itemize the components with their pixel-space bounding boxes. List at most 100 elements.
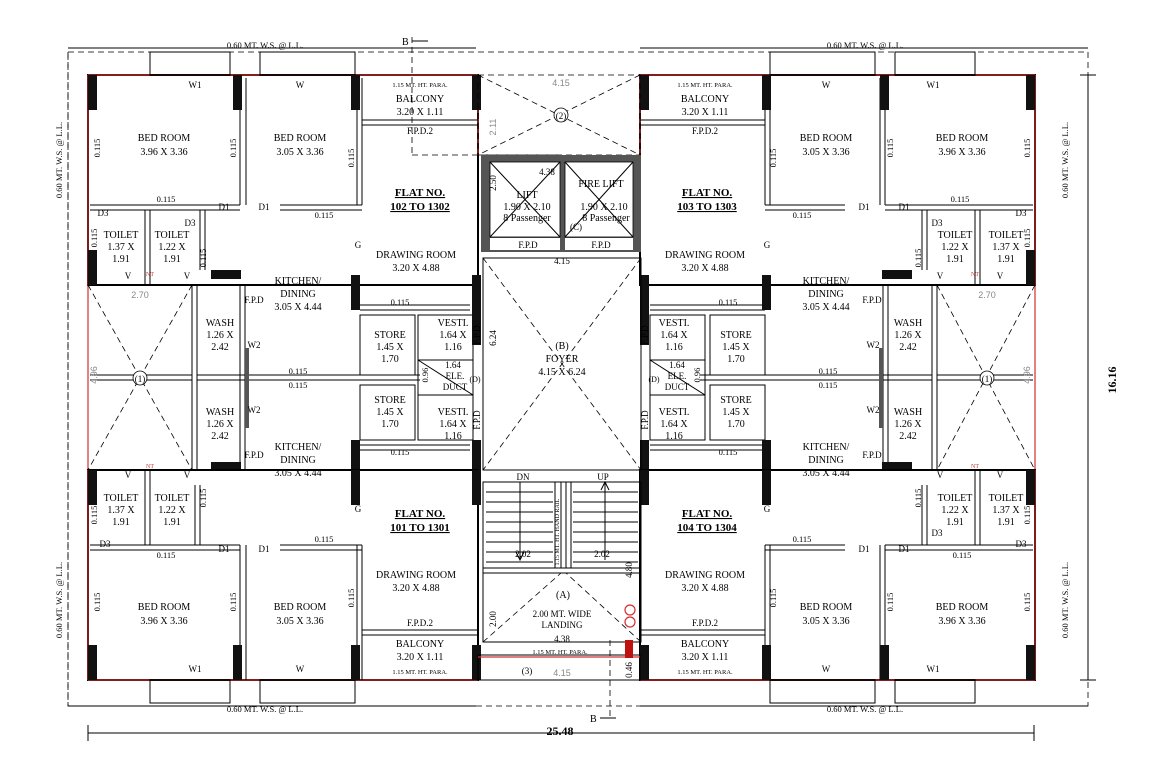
drawing-room-size: 3.20 X 4.88: [392, 263, 439, 274]
balcony-size: 3.20 X 1.11: [682, 652, 729, 663]
nt-mark: NT: [146, 464, 154, 470]
wash-width: 1.26 X: [206, 419, 234, 430]
ws-label-left-top: 0.60 MT. W.S. @ L.L.: [54, 122, 64, 198]
vesti-name: VESTI.: [438, 407, 469, 418]
balcony-para: 1.15 MT. HT. PARA.: [677, 669, 733, 676]
store-height: 1.70: [727, 419, 745, 430]
foyer-name: FOYER: [546, 354, 579, 365]
balcony-name: BALCONY: [396, 94, 444, 105]
duct-name: DUCT: [665, 382, 690, 392]
wall-thickness: 0.115: [768, 149, 778, 168]
vesti-height: 1.16: [444, 431, 462, 442]
wall-thickness: 0.115: [157, 194, 176, 204]
toilet-width: 1.22 X: [158, 242, 186, 253]
duct-d: (D): [469, 375, 480, 384]
duct-ele: ELE.: [446, 371, 465, 381]
door-d1: D1: [259, 544, 270, 554]
toilet-width: 1.37 X: [992, 242, 1020, 253]
window-w2: W2: [248, 340, 261, 350]
void-1-left-height: 4.96: [89, 366, 99, 384]
drawing-room-size: 3.20 X 4.88: [681, 583, 728, 594]
wash-name: WASH: [894, 407, 922, 418]
bed-room-name: BED ROOM: [274, 602, 327, 613]
door-d1: D1: [899, 544, 910, 554]
wall-thickness: 0.115: [346, 589, 356, 608]
wall-thickness: 0.115: [315, 534, 334, 544]
door-d1: D1: [899, 202, 910, 212]
wall-thickness: 0.115: [951, 194, 970, 204]
kitchen-name: KITCHEN/: [275, 276, 322, 287]
nt-mark: NT: [971, 464, 979, 470]
outer-boundary: [67, 51, 1089, 707]
wall-thickness: 0.115: [913, 249, 923, 268]
kitchen-fpd: F.P.D: [862, 295, 882, 305]
foyer-width: 4.15: [554, 256, 570, 266]
duct-height: 0.96: [420, 368, 430, 383]
landing-width: 2.00 MT. WIDE: [533, 609, 592, 619]
landing-label: LANDING: [542, 620, 583, 630]
toilet-name: TOILET: [989, 230, 1024, 241]
wall-thickness: 0.115: [819, 380, 838, 390]
toilet-name: TOILET: [155, 230, 190, 241]
void-2-label: (2): [556, 111, 567, 121]
vesti-width: 1.64 X: [660, 330, 688, 341]
lift-fpd: F.P.D: [518, 240, 538, 250]
overall-height-label: 16.16: [1105, 367, 1119, 394]
kitchen-fpd: F.P.D: [862, 450, 882, 460]
vent-v: V: [184, 470, 191, 480]
kitchen-size: 3.05 X 4.44: [802, 302, 849, 313]
toilet-name: TOILET: [104, 493, 139, 504]
foyer-height: 6.24: [488, 330, 498, 346]
flat-103-title: FLAT NO.: [682, 187, 733, 199]
store-name: STORE: [374, 395, 406, 406]
wall-thickness: 0.115: [1022, 593, 1032, 612]
vent-v: V: [937, 271, 944, 281]
rooms-flat-101: TOILET 1.37 X 1.91 TOILET 1.22 X 1.91 V …: [89, 464, 456, 676]
vesti-name: VESTI.: [438, 318, 469, 329]
balcony-size: 3.20 X 1.11: [682, 107, 729, 118]
middle-right-block: [640, 275, 938, 475]
core-labels: 4.38 2.50 LIFT 1.90 X 2.10 8 Passenger F…: [488, 167, 634, 678]
vesti-height: 1.16: [665, 431, 683, 442]
balcony-name: BALCONY: [681, 94, 729, 105]
wash-height: 2.42: [899, 431, 917, 442]
dining-name: DINING: [280, 455, 316, 466]
window-w1: W1: [189, 80, 202, 90]
toilet-height: 1.91: [946, 254, 964, 265]
store-width: 1.45 X: [722, 407, 750, 418]
window-w: W: [296, 664, 305, 674]
window-w1: W1: [927, 80, 940, 90]
wall-thickness: 0.115: [391, 297, 410, 307]
balcony-fpd: F.P.D.2: [407, 618, 433, 628]
flat-103-range: 103 TO 1303: [677, 201, 737, 213]
vent-v: V: [125, 470, 132, 480]
ws-label-right-bottom: 0.60 MT. W.S. @ L.L.: [1060, 562, 1070, 638]
vesti-height: 1.16: [665, 342, 683, 353]
wall-thickness: 0.115: [346, 149, 356, 168]
toilet-height: 1.91: [112, 517, 130, 528]
wall-thickness: 0.115: [1022, 229, 1032, 248]
store-height: 1.70: [727, 354, 745, 365]
kitchen-name: KITCHEN/: [275, 442, 322, 453]
bed-room-size: 3.05 X 3.36: [802, 147, 849, 158]
flat-102-range: 102 TO 1302: [390, 201, 450, 213]
drawing-room-name: DRAWING ROOM: [376, 250, 456, 261]
flat-101-title: FLAT NO.: [395, 508, 446, 520]
wash-width: 1.26 X: [894, 330, 922, 341]
bed-room-name: BED ROOM: [800, 133, 853, 144]
void-1-right-label: (1): [982, 374, 993, 384]
stair-height: 4.80: [624, 562, 634, 578]
section-mark-bottom: B: [590, 714, 597, 725]
store-height: 1.70: [381, 354, 399, 365]
wall-thickness: 0.115: [315, 210, 334, 220]
toilet-name: TOILET: [989, 493, 1024, 504]
stair-width-right: 2.02: [594, 549, 610, 559]
door-d1: D1: [219, 544, 230, 554]
vesti-height: 1.16: [444, 342, 462, 353]
vesti-fpd: F.P.D: [640, 325, 650, 345]
wall-thickness: 0.115: [89, 506, 99, 525]
vesti-width: 1.64 X: [660, 419, 688, 430]
stair-label: (A): [556, 590, 570, 601]
vent-v: V: [997, 470, 1004, 480]
bed-room-size: 3.96 X 3.36: [140, 147, 187, 158]
